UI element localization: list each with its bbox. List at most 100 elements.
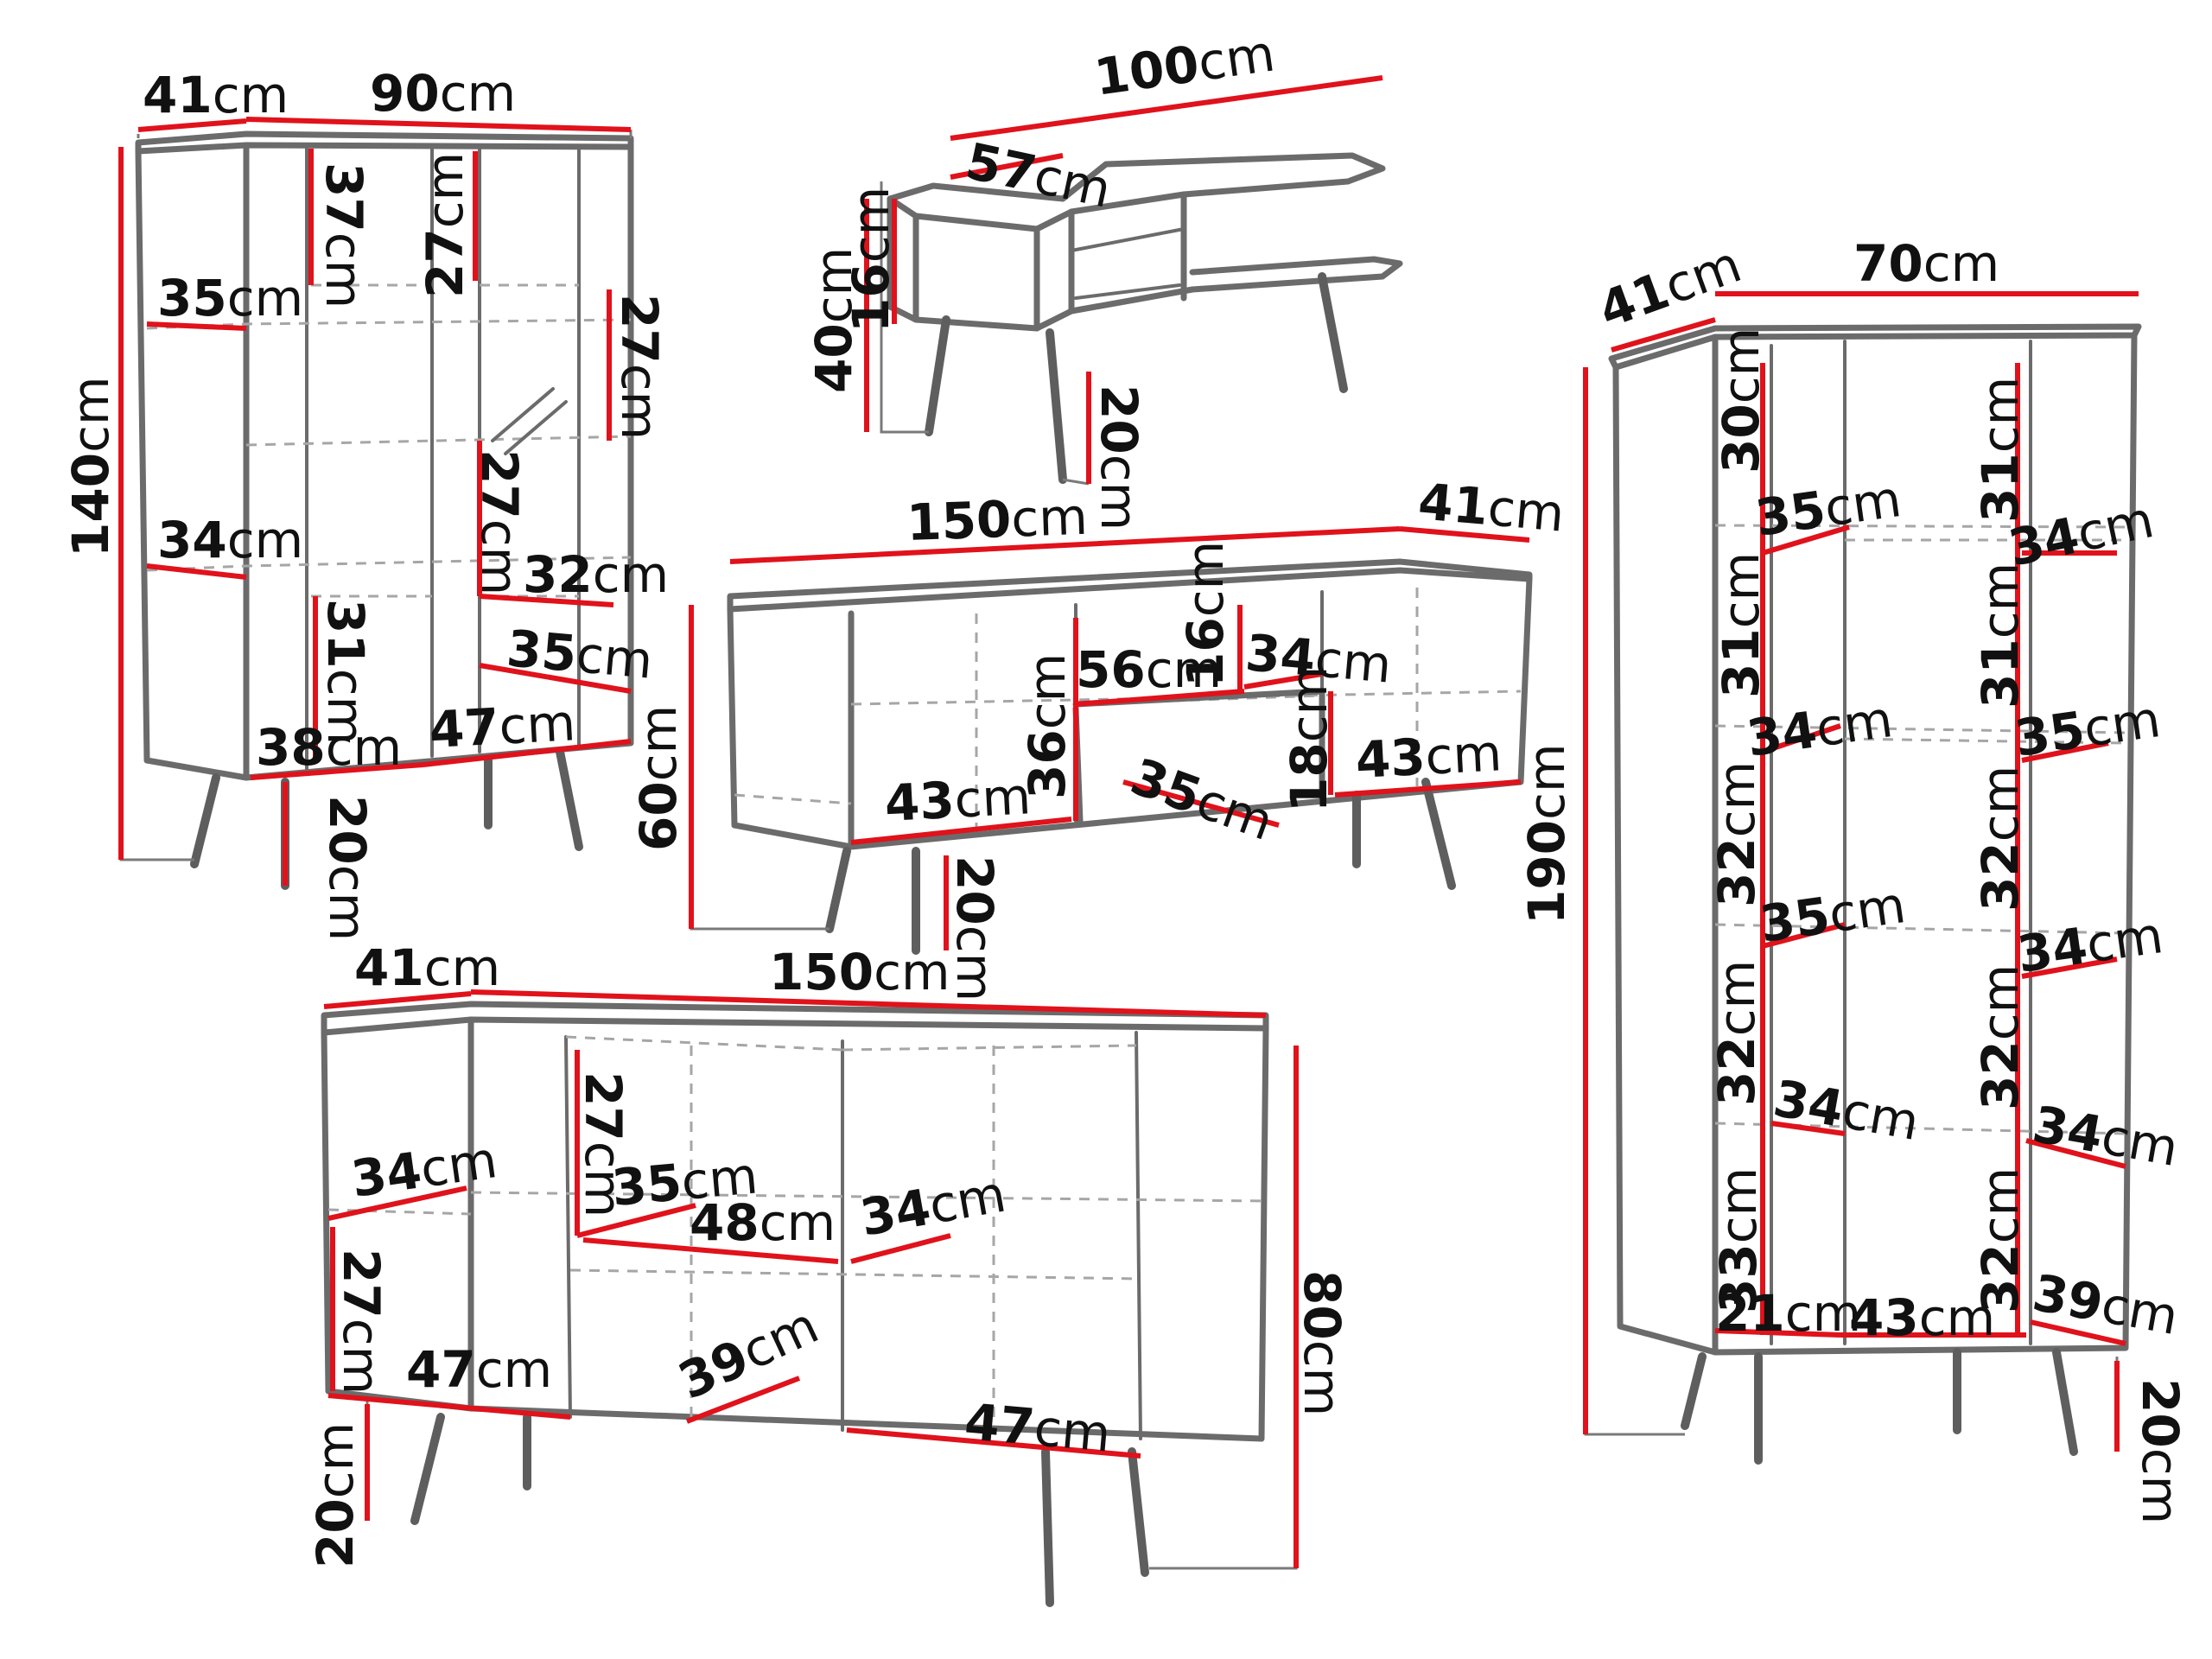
dimension-label-coffee-table-1: 57cm — [961, 131, 1116, 219]
dimension-label-display-cabinet-2: 140cm — [61, 377, 120, 557]
dimension-value: 57 — [961, 131, 1041, 203]
dimension-value: 34 — [347, 1141, 424, 1209]
dimension-unit: cm — [1313, 629, 1394, 694]
dimension-unit: cm — [61, 377, 120, 453]
dimension-unit: cm — [1923, 234, 1999, 293]
dimension-unit: cm — [1010, 487, 1089, 549]
dimension-unit: cm — [945, 925, 1004, 1001]
dimension-value: 35 — [609, 1153, 683, 1217]
dimension-unit: cm — [476, 1340, 552, 1399]
dimension-unit: cm — [1919, 1288, 1995, 1347]
dimension-unit: cm — [1712, 327, 1770, 404]
dimension-value: 35 — [1756, 886, 1833, 954]
dimension-label-tall-cabinet-1: 70cm — [1853, 234, 1999, 293]
dimension-value: 100 — [1090, 35, 1202, 107]
dimension-value: 90 — [370, 64, 440, 123]
dimension-label-display-cabinet-9: 32cm — [523, 545, 669, 604]
dimension-value: 31 — [316, 599, 375, 669]
dimension-unit: cm — [2080, 690, 2164, 759]
dimension-unit: cm — [498, 693, 577, 756]
dimension-value: 20 — [945, 855, 1004, 925]
dimension-label-display-cabinet-13: 47cm — [428, 693, 576, 760]
dimension-label-sideboard-2: 27cm — [574, 1071, 632, 1217]
dimension-value: 34 — [2029, 1095, 2107, 1165]
dimension-value: 150 — [906, 490, 1012, 552]
dimension-label-tall-cabinet-14: 34cm — [2013, 906, 2166, 984]
dimension-label-display-cabinet-6: 35cm — [157, 269, 303, 327]
dimension-unit: cm — [874, 943, 950, 1001]
dimension-value: 35 — [2011, 700, 2088, 768]
dimension-unit: cm — [1485, 478, 1567, 543]
dimension-label-sideboard-7: 27cm — [332, 1249, 391, 1395]
dimension-label-tall-cabinet-7: 31cm — [1712, 552, 1770, 698]
dimension-unit: cm — [1821, 469, 1904, 538]
dimension-label-tv-stand-9: 18cm — [1280, 666, 1338, 812]
dimension-label-tall-cabinet-20: 32cm — [1971, 1167, 2030, 1313]
dimension-unit: cm — [1090, 454, 1148, 531]
dimension-unit: cm — [1146, 640, 1222, 699]
dimension-label-tall-cabinet-5: 31cm — [1971, 377, 2030, 523]
tall-cabinet — [1583, 291, 2142, 1465]
dimension-value: 36 — [1018, 729, 1077, 799]
dimension-value: 39 — [2029, 1263, 2107, 1333]
dimension-unit: cm — [315, 232, 373, 308]
dimension-value: 31 — [1712, 628, 1770, 698]
dimension-unit: cm — [2131, 1448, 2190, 1524]
dimension-label-sideboard-4: 35cm — [609, 1146, 760, 1217]
dimension-label-sideboard-3: 34cm — [347, 1130, 500, 1209]
dimension-value: 34 — [2004, 505, 2084, 577]
dimension-unit: cm — [1018, 653, 1077, 729]
dimension-value: 34 — [1243, 623, 1318, 688]
dimension-value: 48 — [690, 1193, 760, 1252]
dimension-unit: cm — [416, 1130, 500, 1199]
dimension-unit: cm — [1812, 690, 1896, 759]
dimension-unit: cm — [424, 938, 500, 997]
dimension-label-tv-stand-10: 43cm — [1354, 723, 1503, 790]
dimension-label-tv-stand-8: 35cm — [1123, 747, 1281, 852]
dimension-label-coffee-table-0: 100cm — [1090, 23, 1278, 106]
dimension-value: 32 — [1707, 1036, 1766, 1106]
dimension-unit: cm — [227, 511, 303, 569]
dimension-label-display-cabinet-3: 37cm — [315, 162, 373, 308]
dimension-value: 31 — [1971, 639, 2030, 709]
dimension-value: 35 — [505, 619, 579, 683]
dimension-value: 70 — [1853, 234, 1923, 293]
dimension-unit: cm — [227, 269, 303, 327]
dimension-unit: cm — [629, 705, 688, 781]
dimension-label-tall-cabinet-19: 33cm — [1709, 1167, 1768, 1313]
dimension-label-tall-cabinet-11: 32cm — [1707, 761, 1766, 907]
dimension-unit: cm — [470, 519, 529, 595]
dimension-label-sideboard-12: 80cm — [1293, 1270, 1351, 1416]
dimension-value: 35 — [157, 269, 227, 327]
dimension-label-tall-cabinet-10: 35cm — [2011, 690, 2164, 768]
dimension-value: 43 — [883, 771, 956, 833]
dimension-value: 47 — [428, 697, 500, 760]
dimension-label-sideboard-6: 34cm — [856, 1164, 1010, 1247]
dimension-unit: cm — [332, 1319, 391, 1395]
dimension-unit: cm — [1712, 552, 1770, 628]
dimension-value: 80 — [1293, 1270, 1351, 1340]
dimension-label-tall-cabinet-2: 190cm — [1517, 744, 1576, 925]
dimension-label-tall-cabinet-8: 31cm — [1971, 563, 2030, 709]
dimension-value: 27 — [470, 449, 529, 519]
dimension-value: 20 — [306, 1498, 365, 1568]
dimension-unit: cm — [1785, 1284, 1861, 1343]
dimension-unit: cm — [316, 669, 375, 745]
dimension-value: 16 — [842, 263, 900, 333]
dimension-value: 40 — [804, 323, 863, 393]
dimension-label-tv-stand-5: 36cm — [1018, 653, 1077, 799]
dimension-label-tall-cabinet-3: 30cm — [1712, 327, 1770, 474]
dimension-value: 34 — [1770, 1069, 1848, 1139]
dimension-label-tv-stand-4: 56cm — [1076, 640, 1222, 699]
dimension-label-tv-stand-7: 43cm — [883, 766, 1032, 833]
dimension-unit: cm — [318, 865, 377, 941]
dimension-value: 56 — [1076, 640, 1146, 699]
dimension-label-tall-cabinet-23: 39cm — [2029, 1263, 2183, 1346]
dimension-unit: cm — [925, 1164, 1010, 1235]
dimension-unit: cm — [2097, 1275, 2183, 1346]
dimension-label-tv-stand-2: 16cm — [1176, 541, 1235, 687]
dimension-label-tall-cabinet-15: 32cm — [1707, 960, 1766, 1106]
dimension-unit: cm — [1971, 964, 2030, 1040]
coffee-table — [864, 75, 1403, 486]
